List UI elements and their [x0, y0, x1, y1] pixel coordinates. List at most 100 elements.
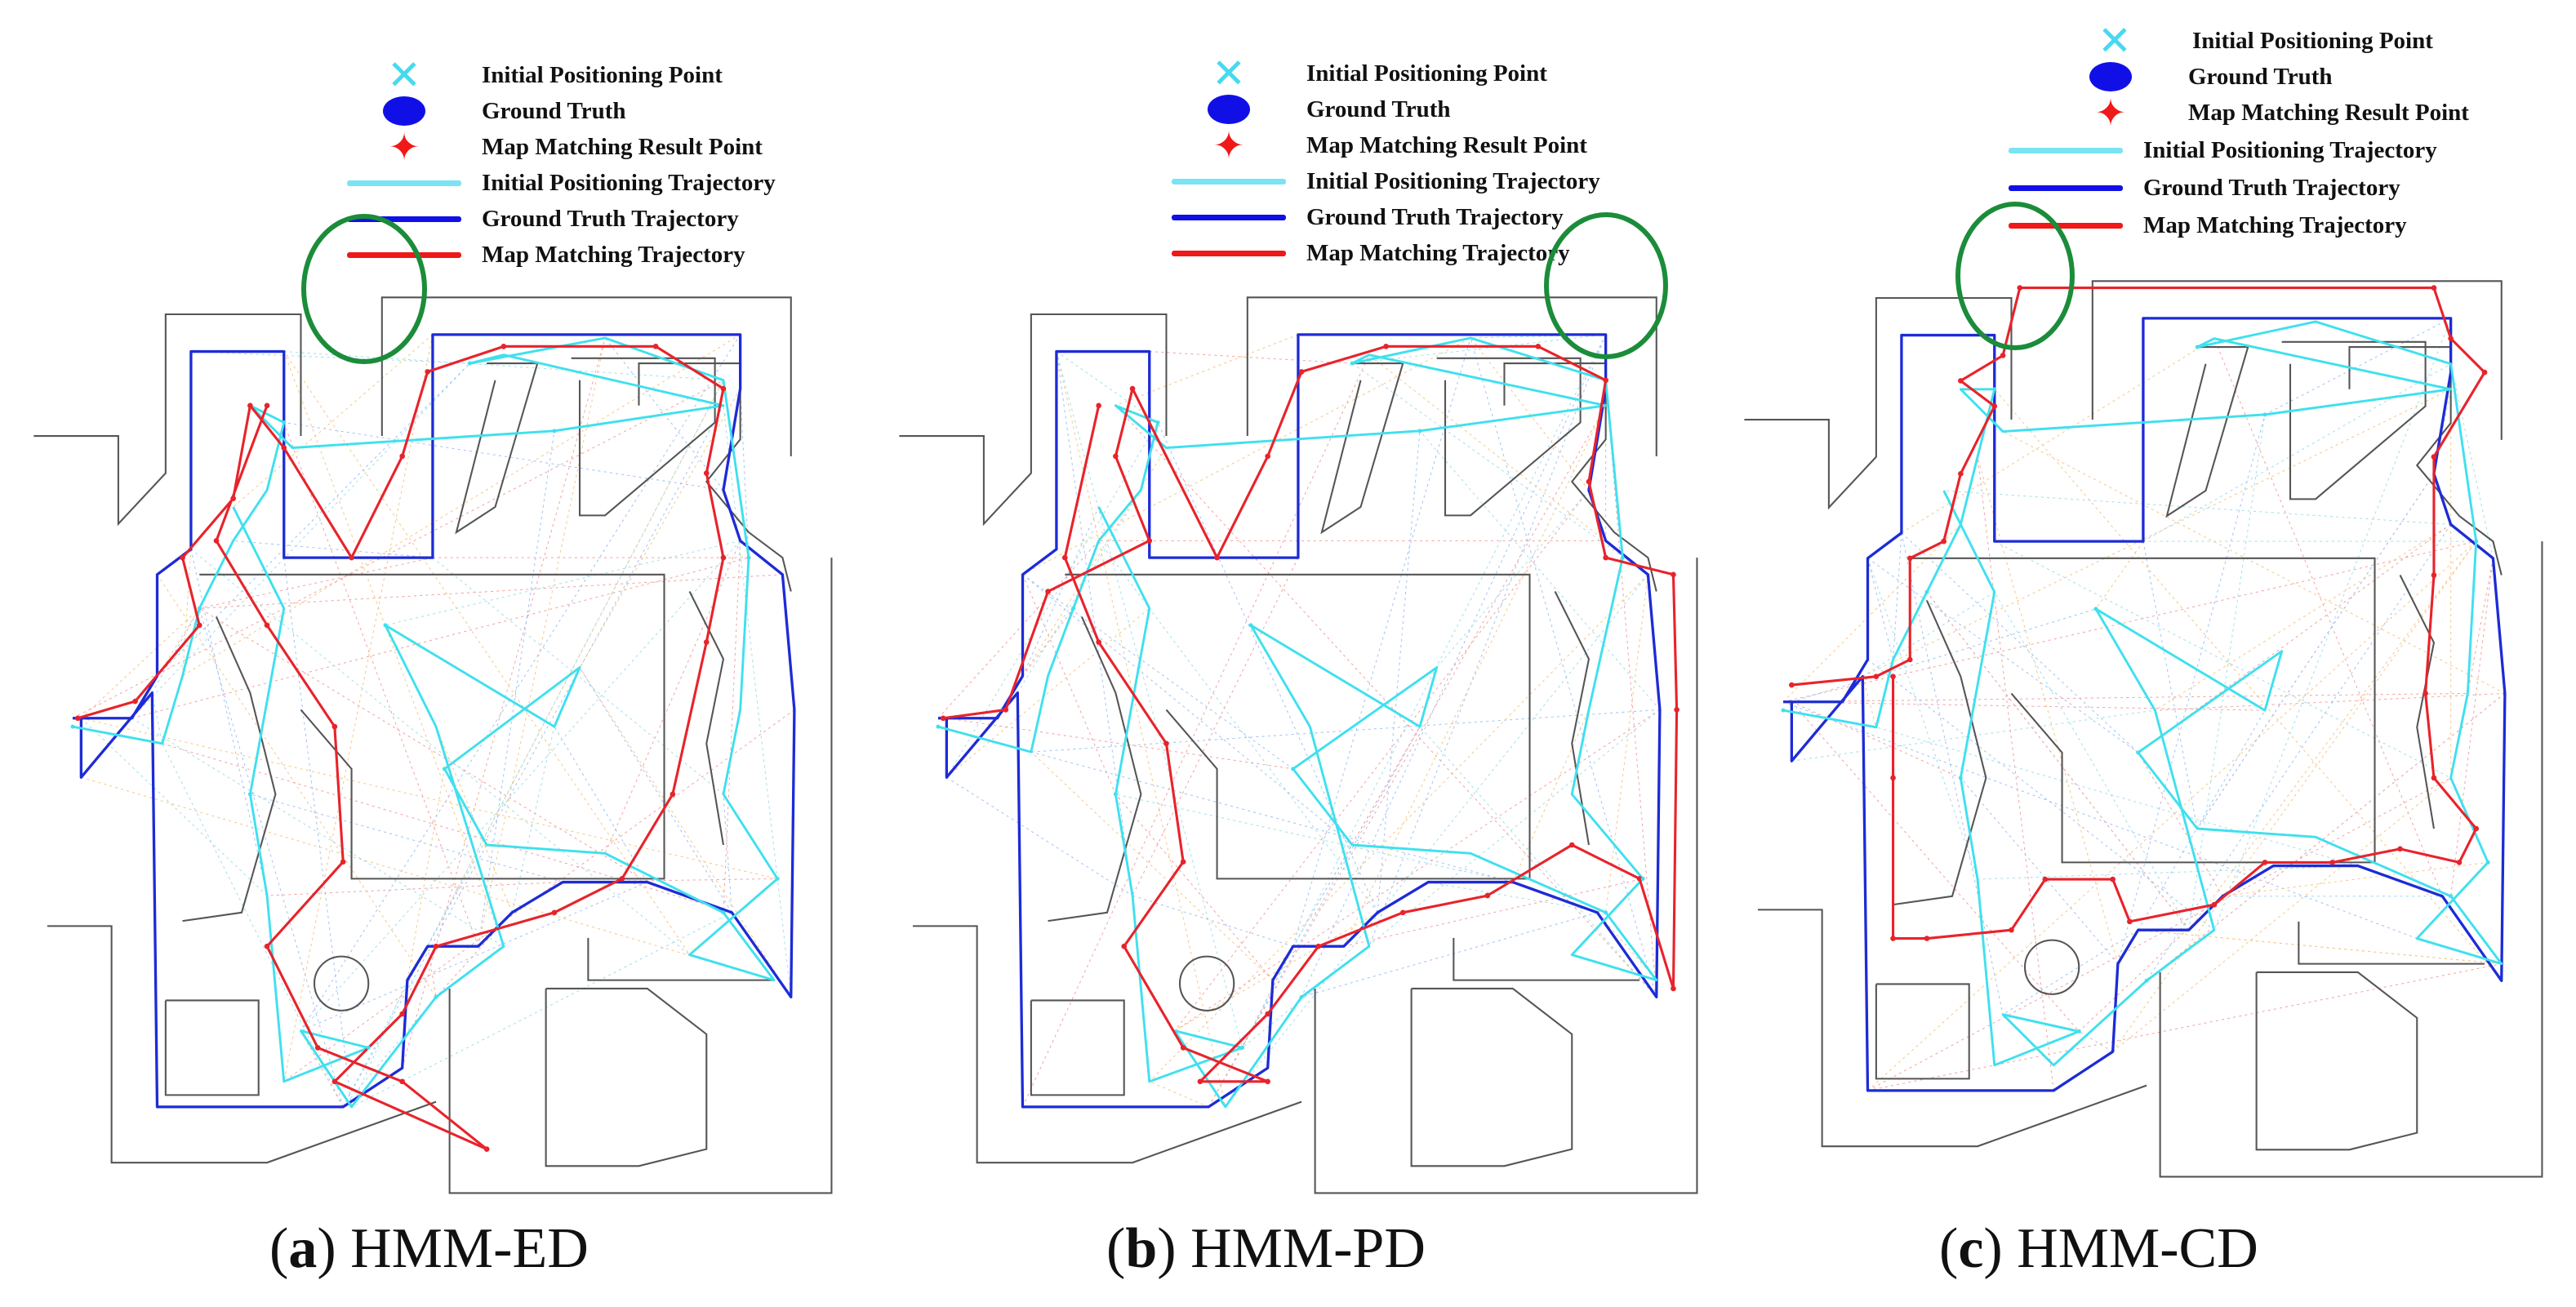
map-matching-point	[1163, 740, 1169, 747]
map-matching-point	[2431, 285, 2437, 291]
association-line	[1022, 574, 1353, 846]
legend-item-ground-truth-trajectory: Ground Truth Trajectory	[1988, 170, 2400, 206]
association-line	[2142, 541, 2198, 829]
legend-item-map-matching-point: ✦ Map Matching Result Point	[388, 125, 763, 169]
initial-positioning-trajectory	[72, 336, 779, 1109]
map-matching-point	[1958, 470, 1964, 477]
association-line	[182, 334, 741, 677]
association-line	[385, 540, 741, 626]
association-line	[190, 549, 690, 955]
association-line	[1056, 351, 1159, 423]
association-line	[1470, 337, 1590, 491]
floor-map	[899, 212, 1698, 1194]
initial-point	[467, 361, 472, 366]
map-matching-point	[2329, 860, 2336, 865]
map-matching-point	[399, 1078, 405, 1085]
association-line	[1022, 447, 1167, 677]
map-matching-point	[1586, 478, 1592, 485]
map-matching-point	[425, 369, 431, 375]
map-matching-point	[619, 876, 625, 882]
initial-point	[1604, 910, 1608, 915]
map-matching-point	[2423, 691, 2428, 696]
association-lines	[1782, 318, 2506, 1091]
floor-map	[33, 214, 833, 1194]
map-matching-point	[1535, 344, 1542, 349]
map-matching-point	[720, 385, 727, 392]
map-matching-point	[1061, 554, 1068, 561]
association-line	[1208, 405, 1607, 1108]
pillar	[1178, 955, 1235, 1011]
association-line	[283, 422, 479, 947]
wall	[2348, 346, 2503, 576]
map-matching-point	[1096, 402, 1101, 409]
association-line	[1022, 354, 1370, 1108]
wall	[380, 296, 792, 456]
legend-item-initial-point: ✕ Initial Positioning Point	[2098, 17, 2433, 64]
map-matching-point	[1214, 554, 1220, 561]
map-matching-point	[1941, 538, 1946, 545]
initial-point	[1781, 708, 1786, 713]
legend-item-initial-point: ✕ Initial Positioning Point	[1212, 50, 1547, 97]
map-matching-point	[1484, 892, 1491, 899]
association-line	[1056, 351, 1244, 1048]
association-line	[162, 743, 732, 914]
map-matching-point	[1003, 707, 1009, 713]
association-line	[1157, 422, 1378, 914]
wall	[2165, 346, 2249, 518]
association-line	[1791, 608, 2097, 703]
pillar	[2023, 939, 2080, 995]
association-line	[157, 362, 470, 677]
association-line	[1901, 532, 2004, 1015]
cross-icon: ✕	[2098, 17, 2132, 64]
initial-point	[2262, 412, 2267, 417]
initial-point	[434, 994, 438, 999]
initial-point	[366, 1045, 371, 1050]
legend-item-ground-truth: Ground Truth	[1151, 91, 1451, 127]
association-line	[81, 718, 268, 896]
association-line	[72, 380, 724, 719]
association-line	[162, 743, 344, 1108]
star-icon: ✦	[1212, 123, 1245, 167]
map-matching-point	[196, 622, 202, 629]
legend-item-map-matching-point: ✦ Map Matching Result Point	[1212, 123, 1587, 167]
map-matching-point	[1924, 936, 1930, 941]
ground-truth-trajectory	[73, 333, 796, 1109]
association-line	[1470, 337, 1657, 998]
association-line	[1791, 701, 2080, 1032]
association-line	[946, 776, 1133, 896]
legend: ✕ Initial Positioning Point Ground Truth…	[857, 10, 1715, 279]
wall	[1744, 296, 2013, 510]
initial-point	[1640, 876, 1645, 881]
highlight-ellipse	[1544, 212, 1668, 359]
map-matching-point	[652, 344, 659, 349]
map-matching-point	[1315, 943, 1322, 949]
association-line	[937, 540, 1100, 719]
association-line	[1470, 334, 1606, 339]
map-matching-point	[1873, 674, 1880, 680]
association-line	[1428, 882, 1606, 914]
line-icon	[2009, 222, 2123, 229]
wall	[182, 616, 277, 922]
association-line	[1893, 532, 1902, 660]
association-line	[1022, 574, 1116, 795]
cross-icon: ✕	[1212, 50, 1246, 97]
association-line	[435, 726, 513, 913]
legend: ✕ Initial Positioning Point Ground Truth…	[1715, 10, 2572, 279]
panel-caption: (c) HMM-CD	[1939, 1217, 2258, 1280]
association-line	[1022, 337, 1471, 576]
association-line	[1351, 362, 1648, 576]
association-line	[1782, 524, 1961, 703]
association-line	[1978, 865, 2358, 880]
association-line	[1056, 351, 1226, 1107]
map-matching-point	[1789, 682, 1795, 688]
pillar	[313, 955, 370, 1011]
association-line	[1782, 701, 2418, 940]
map-matching-point	[1045, 589, 1051, 594]
association-line	[2146, 692, 2506, 981]
initial-point	[282, 420, 287, 425]
map-matching-point	[340, 859, 346, 865]
wall	[2255, 971, 2418, 1151]
association-line	[1022, 607, 1074, 677]
legend-item-initial-point: ✕ Initial Positioning Point	[387, 51, 723, 99]
wall	[2281, 340, 2427, 500]
